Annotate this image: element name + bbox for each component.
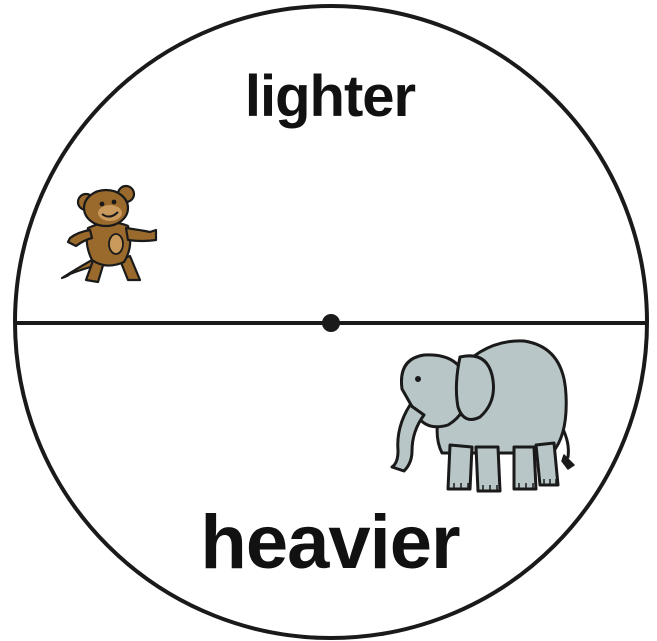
lighter-label: lighter xyxy=(180,62,480,132)
elephant-icon xyxy=(384,335,584,500)
monkey-icon xyxy=(58,180,164,288)
center-pivot-dot xyxy=(322,314,340,332)
heavier-label: heavier xyxy=(130,498,530,588)
